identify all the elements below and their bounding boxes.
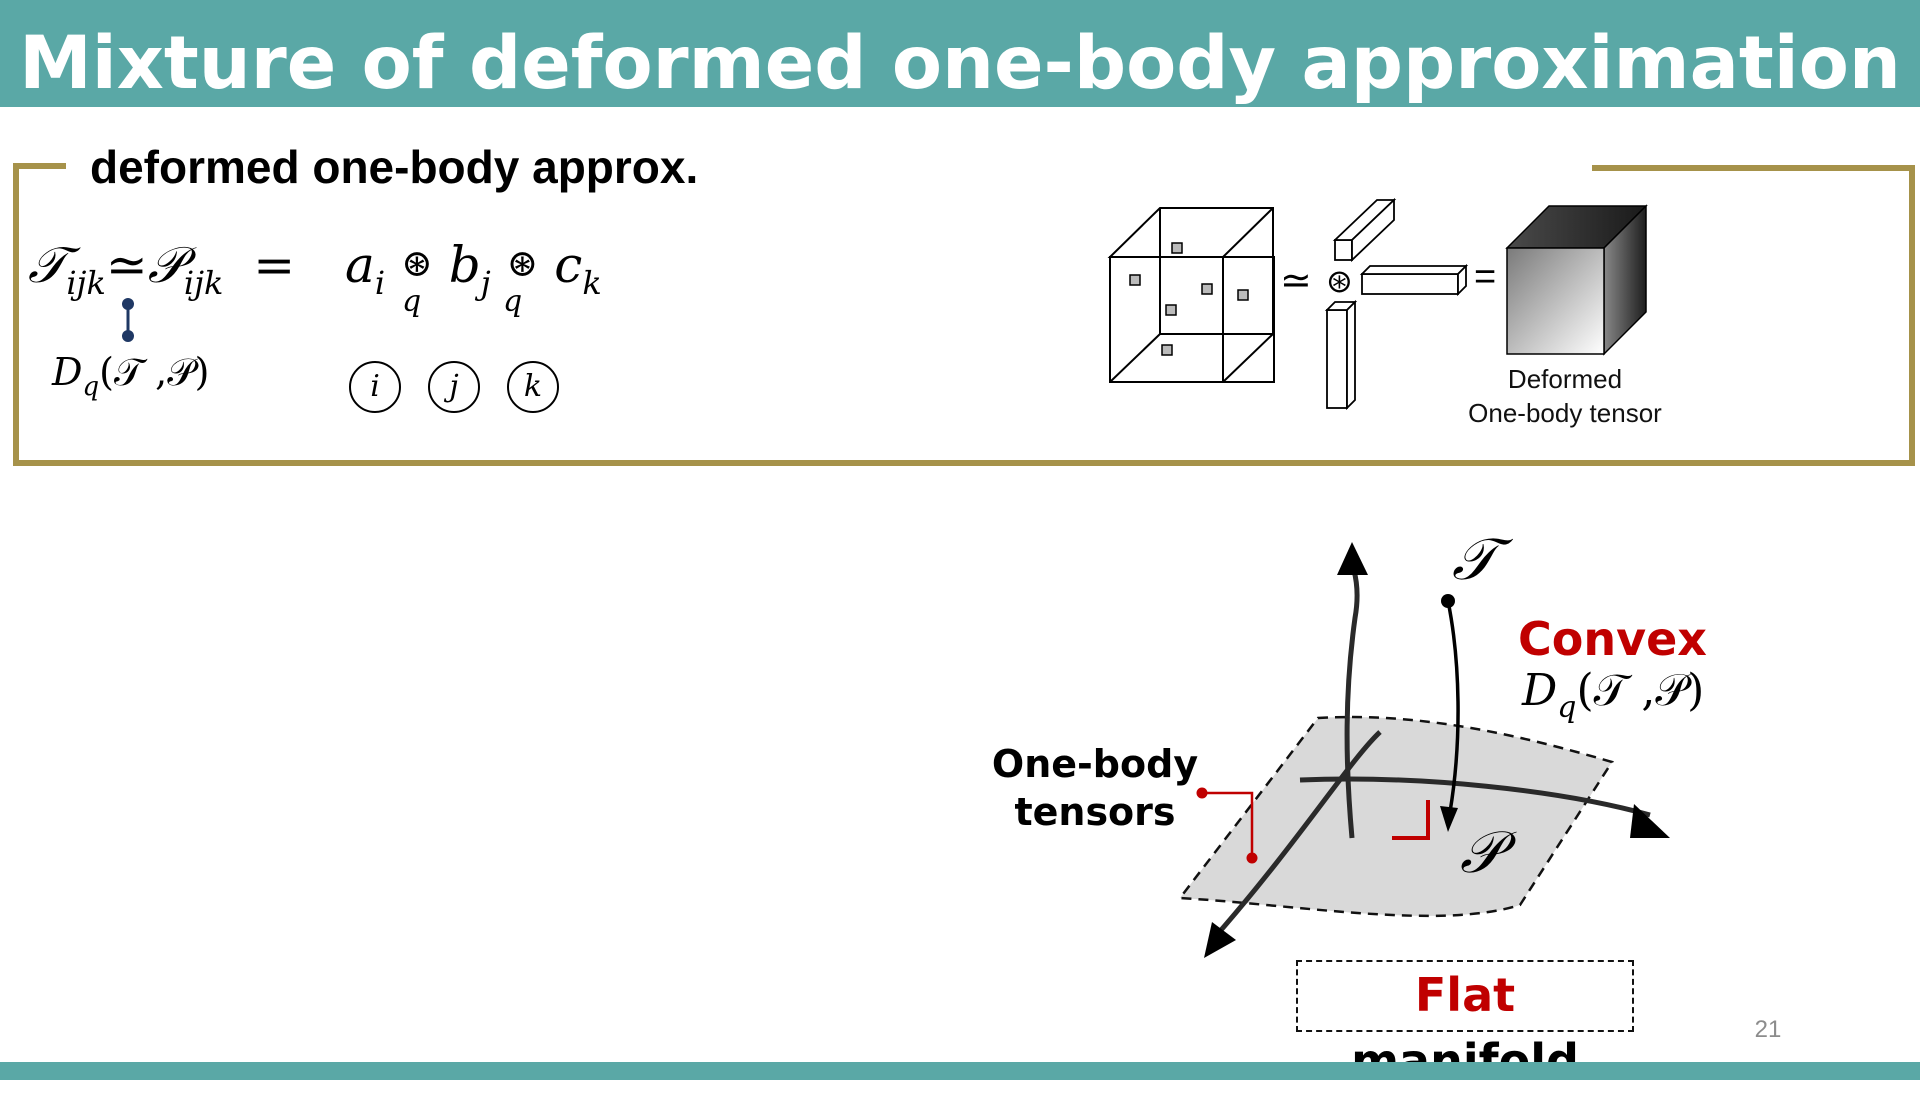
deformed-product-op-1: ⊛ bbox=[400, 241, 433, 285]
divergence-D: D bbox=[52, 350, 83, 394]
vector-c: c bbox=[554, 236, 583, 294]
tensor-P-subscript: ijk bbox=[183, 264, 224, 302]
op-parameter-q-1: q bbox=[402, 284, 422, 319]
tensor-entries bbox=[1129, 242, 1249, 356]
op-parameter-q-2: q bbox=[503, 284, 523, 319]
box-heading: deformed one-body approx. bbox=[90, 141, 699, 193]
definition-frame bbox=[13, 163, 1915, 466]
vector-bars bbox=[1324, 197, 1469, 411]
vector-a-subscript: i bbox=[374, 264, 386, 302]
projection-arrow bbox=[1440, 594, 1460, 832]
onebody-line-2: tensors bbox=[1014, 790, 1176, 834]
diagram-product-op: ⊛ bbox=[1326, 263, 1353, 299]
convex-div-D: D bbox=[1522, 665, 1558, 716]
axis-arrowheads bbox=[1204, 542, 1670, 958]
flat-manifold-box: Flat manifold bbox=[1296, 960, 1634, 1088]
coordinate-curves bbox=[1213, 558, 1651, 939]
projected-tensor-P: 𝒫 bbox=[1460, 818, 1502, 886]
divergence-q: q bbox=[82, 372, 100, 402]
convex-div-args: (𝒯 ,𝒫) bbox=[1576, 665, 1705, 716]
index-circle-k: k bbox=[507, 361, 559, 413]
diagram-approx-symbol: ≃ bbox=[1280, 260, 1312, 302]
flat-word: Flat bbox=[1414, 968, 1516, 1022]
equals-symbol: = bbox=[253, 236, 296, 294]
target-tensor-T: 𝒯 bbox=[1452, 525, 1497, 593]
vector-b-subscript: j bbox=[480, 264, 491, 302]
convex-divergence: Dq(𝒯 ,𝒫) bbox=[1522, 665, 1705, 725]
divergence-args: (𝒯 ,𝒫) bbox=[99, 350, 210, 394]
tensor-P-symbol: 𝒫 bbox=[147, 236, 184, 294]
diagram-caption: Deformed One-body tensor bbox=[1440, 362, 1690, 430]
slide-title: Mixture of deformed one-body approximati… bbox=[19, 21, 1901, 106]
convex-div-q: q bbox=[1557, 690, 1577, 725]
input-tensor-cube bbox=[1107, 207, 1275, 383]
vector-c-subscript: k bbox=[582, 264, 602, 302]
title-bar bbox=[0, 0, 1920, 107]
onebody-pointer bbox=[1196, 787, 1258, 864]
equation-lhs: 𝒯ijk≃𝒫ijk = bbox=[28, 236, 296, 302]
deformed-product-op-2: ⊛ bbox=[506, 241, 539, 285]
caption-line-2: One-body tensor bbox=[1468, 398, 1662, 428]
equation-rhs: ai ⊛ bj ⊛ ck bbox=[345, 236, 602, 302]
footer-bar bbox=[0, 1062, 1920, 1080]
vector-b: b bbox=[448, 236, 481, 294]
divergence-label: Dq(𝒯 ,𝒫) bbox=[52, 350, 210, 402]
page-number: 21 bbox=[1754, 1016, 1782, 1043]
tensor-T-symbol: 𝒯 bbox=[28, 236, 67, 294]
onebody-tensors-label: One-body tensors bbox=[990, 740, 1200, 836]
diagram-equals-symbol: = bbox=[1474, 256, 1497, 298]
onebody-line-1: One-body bbox=[991, 742, 1199, 786]
equation-connector bbox=[122, 298, 134, 342]
caption-line-1: Deformed bbox=[1507, 364, 1623, 394]
index-circle-i: i bbox=[349, 361, 401, 413]
convex-label: Convex bbox=[1518, 612, 1707, 666]
vector-a: a bbox=[345, 236, 375, 294]
index-circle-j: j bbox=[428, 361, 480, 413]
tensor-T-subscript: ijk bbox=[66, 264, 106, 302]
deformed-tensor-cube bbox=[1505, 204, 1648, 356]
approx-symbol: ≃ bbox=[105, 236, 148, 294]
